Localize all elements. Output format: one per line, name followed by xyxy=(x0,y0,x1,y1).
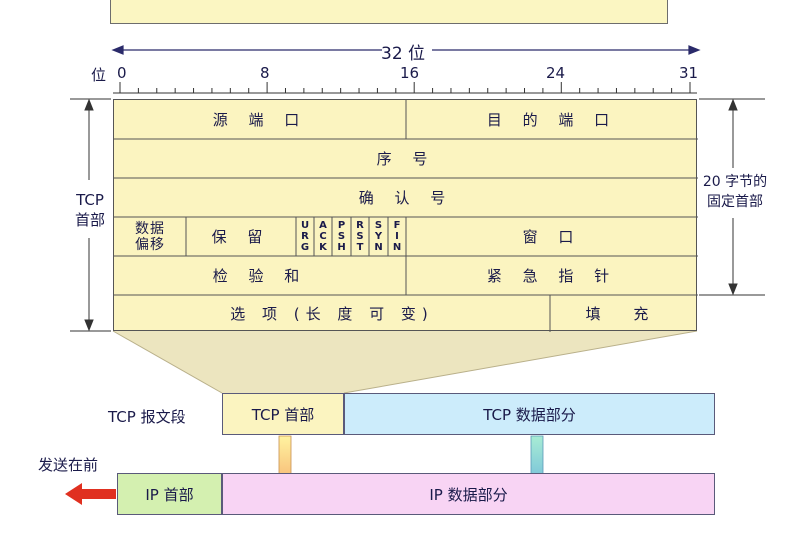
tcp-header-side-label: TCP 首部 xyxy=(74,191,105,229)
sequence-number-field: 序 号 xyxy=(376,150,436,168)
padding-field: 填 充 xyxy=(585,305,663,323)
ruler-tick-16: 16 xyxy=(400,64,420,82)
ip-data-box: IP 数据部分 xyxy=(222,473,715,515)
ruler-tick-24: 24 xyxy=(546,64,566,82)
checksum-field: 检 验 和 xyxy=(212,267,308,285)
ip-header-box: IP 首部 xyxy=(117,473,222,515)
tcp-header-box: TCP 首部 xyxy=(222,393,344,435)
options-field: 选 项 (长 度 可 变) xyxy=(230,305,434,323)
send-first-label: 发送在前 xyxy=(38,456,99,474)
send-first-arrow xyxy=(65,483,116,505)
fixed-header-size-label: 20 字节的 固定首部 xyxy=(702,174,768,210)
previous-frame-bar xyxy=(110,0,668,24)
urgent-pointer-field: 紧 急 指 针 xyxy=(486,267,618,285)
tcp-segment-label: TCP 报文段 xyxy=(108,408,186,426)
tcp-data-box: TCP 数据部分 xyxy=(344,393,715,435)
window-field: 窗 口 xyxy=(522,228,582,246)
ack-number-field: 确 认 号 xyxy=(358,189,454,207)
ruler-tick-31: 31 xyxy=(679,64,699,82)
destination-port-field: 目 的 端 口 xyxy=(486,111,618,129)
table-grid xyxy=(114,100,698,332)
ruler-tick-0: 0 xyxy=(117,64,127,82)
bit-ruler xyxy=(111,45,701,94)
data-offset-field: 数据 偏移 xyxy=(135,220,165,253)
ruler-tick-8: 8 xyxy=(260,64,270,82)
source-port-field: 源 端 口 xyxy=(212,111,308,129)
reserved-field: 保 留 xyxy=(211,228,271,246)
ruler-unit-label: 位 xyxy=(91,66,107,84)
ruler-width-label: 32 位 xyxy=(381,44,426,64)
